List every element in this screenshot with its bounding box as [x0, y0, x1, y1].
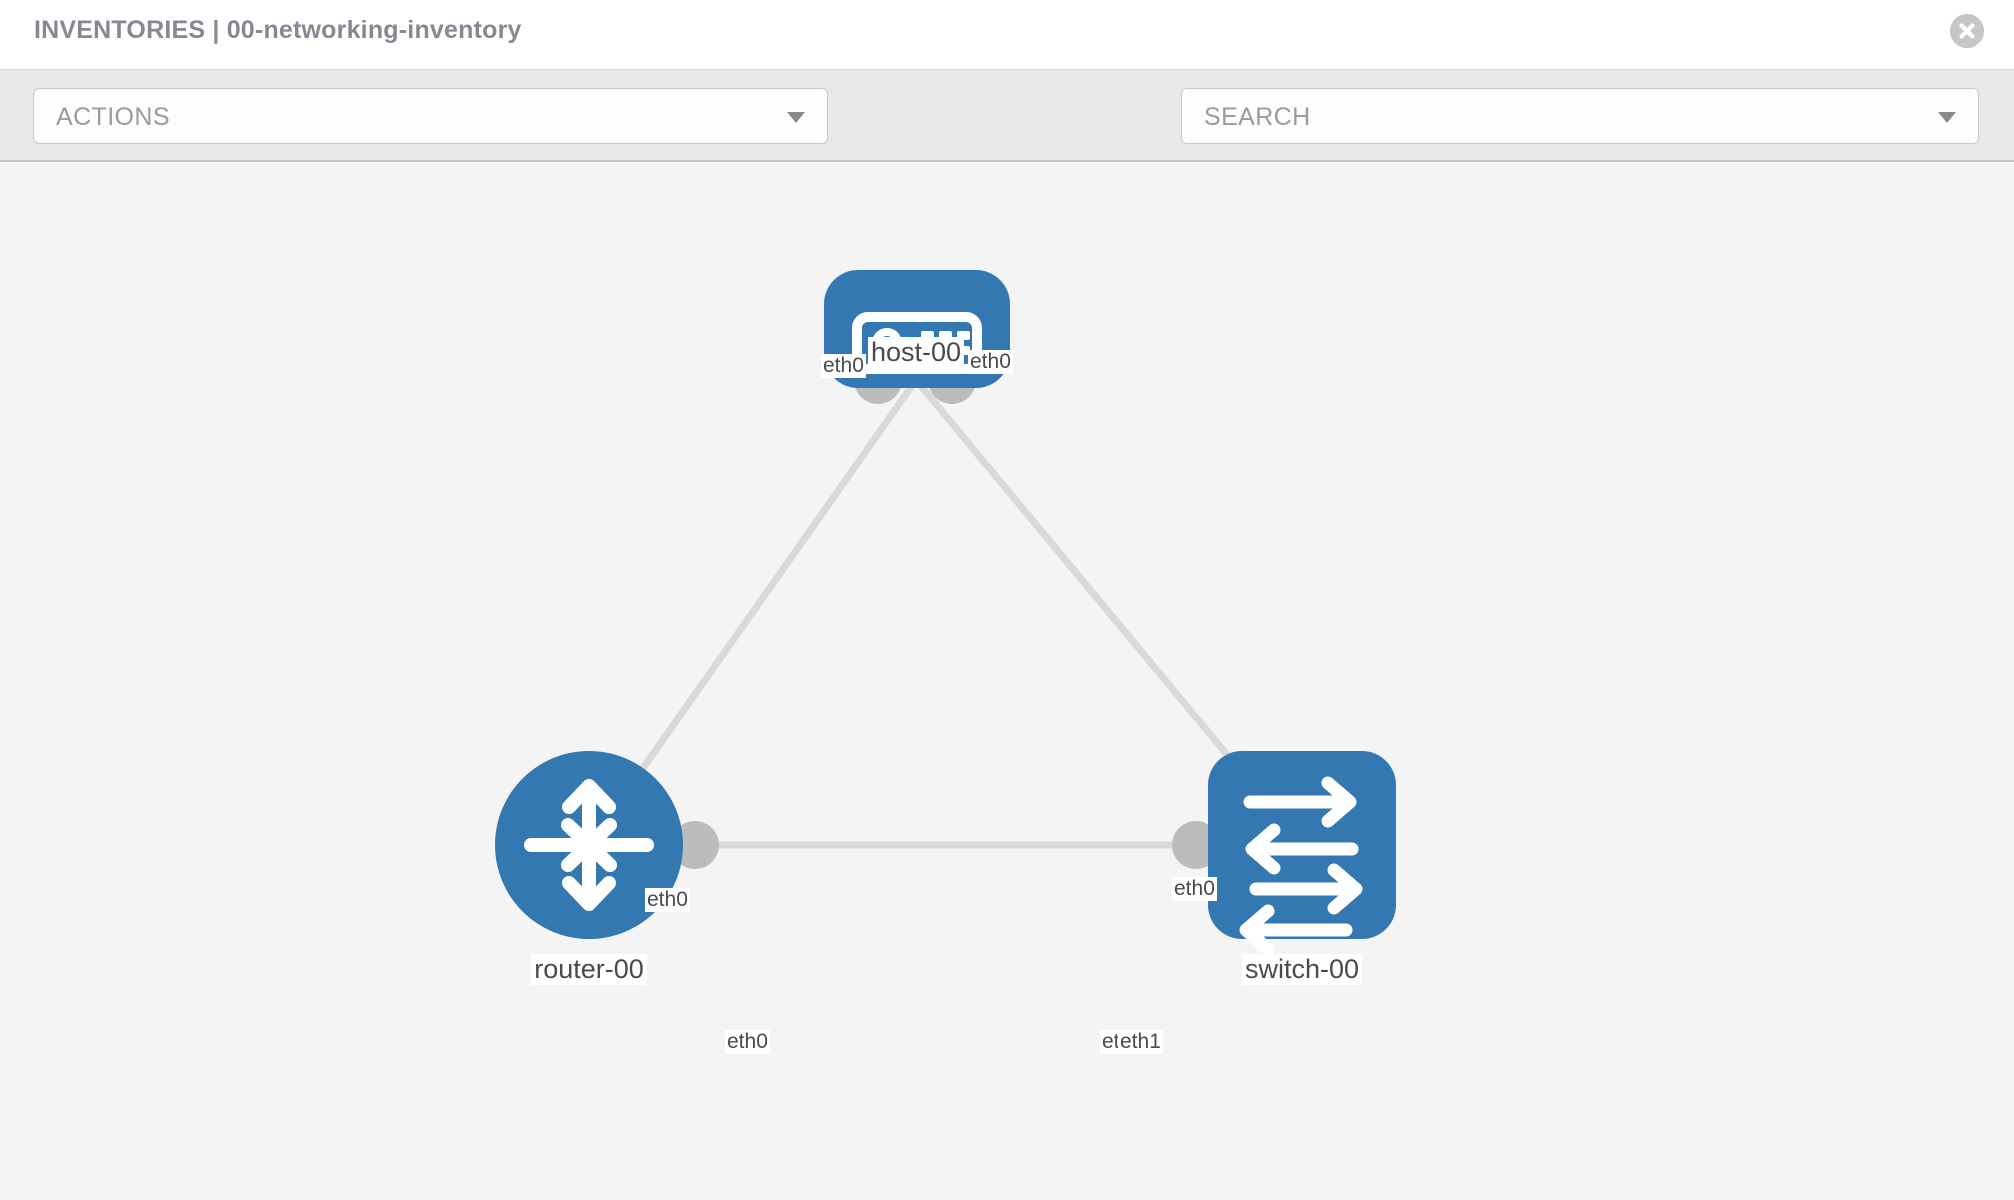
actions-dropdown-label: ACTIONS — [56, 103, 170, 131]
switch-arrows-icon — [1239, 776, 1363, 956]
endpoint-router-00-eth0[interactable] — [671, 821, 719, 869]
link-layer — [586, 377, 1305, 849]
link-router-00-host-00[interactable] — [586, 377, 919, 848]
iface-label-host-00-right: eth0 — [968, 350, 1013, 374]
node-router-00[interactable] — [495, 751, 683, 939]
link-endpoint-layer — [671, 356, 1262, 869]
iface-label-host-00-left: eth0 — [821, 354, 866, 378]
node-label-switch-00: switch-00 — [1241, 954, 1363, 985]
topology-graph — [495, 270, 1396, 956]
node-label-router-00: router-00 — [531, 954, 647, 985]
node-label-host-00: host-00 — [867, 337, 965, 368]
chevron-down-icon — [1938, 112, 1956, 123]
actions-dropdown[interactable]: ACTIONS — [33, 88, 828, 144]
close-icon — [1950, 14, 1984, 48]
router-arrows-icon — [524, 779, 654, 911]
iface-label-router-00-to-host: eth0 — [645, 888, 690, 912]
page-header: INVENTORIES | 00-networking-inventory — [0, 0, 2014, 69]
chevron-down-icon — [787, 112, 805, 123]
topology-canvas[interactable]: host-00 router-00 switch-00 eth0 eth0 et… — [0, 162, 2014, 1200]
iface-label-switch-00-to-router: eth1 — [1118, 1030, 1163, 1054]
toolbar: ACTIONS SEARCH — [0, 69, 2014, 205]
iface-label-switch-00-to-host: eth0 — [1172, 877, 1217, 901]
iface-label-router-00-to-switch: eth0 — [725, 1030, 770, 1054]
node-switch-00[interactable] — [1208, 751, 1396, 956]
page-title: INVENTORIES | 00-networking-inventory — [34, 16, 522, 44]
search-placeholder: SEARCH — [1204, 103, 1311, 131]
close-button[interactable] — [1950, 14, 1984, 48]
search-input[interactable]: SEARCH — [1181, 88, 1979, 144]
